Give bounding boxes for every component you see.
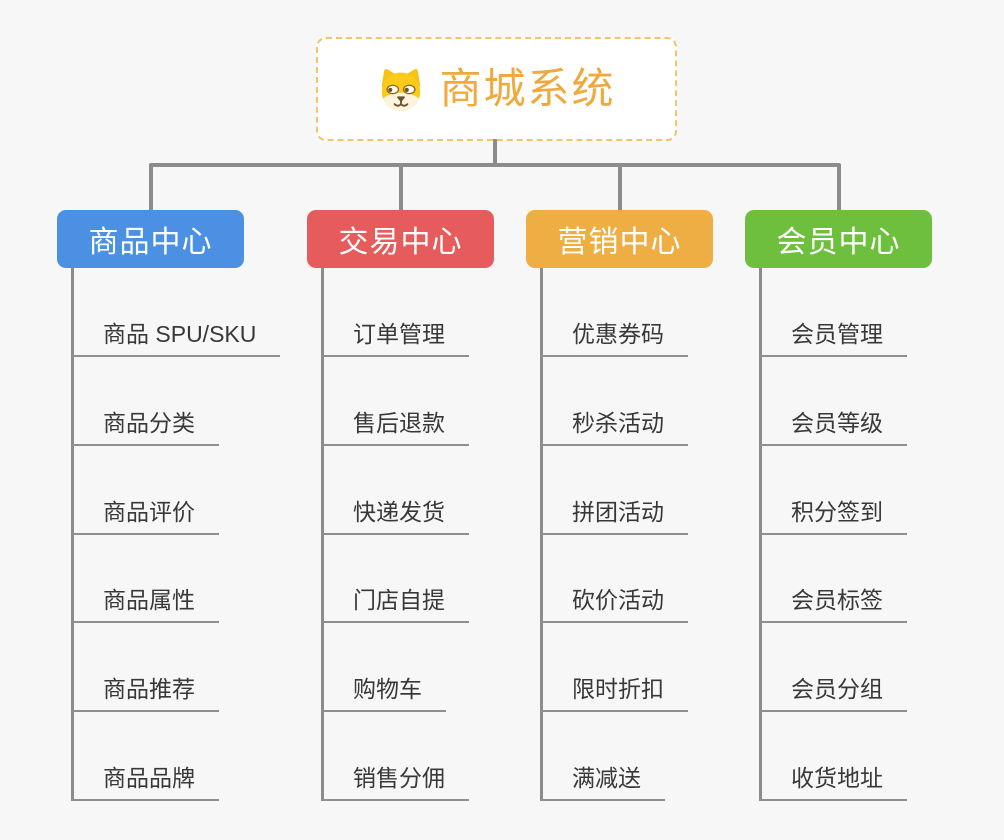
branch-marketing-center: 营销中心 优惠券码 秒杀活动 拼团活动 砍价活动 限时折扣 满减送 <box>526 210 786 810</box>
node-item[interactable]: 砍价活动 <box>540 587 688 623</box>
node-item[interactable]: 商品属性 <box>71 587 219 623</box>
node-item[interactable]: 秒杀活动 <box>540 410 688 446</box>
branch-member-center: 会员中心 会员管理 会员等级 积分签到 会员标签 会员分组 收货地址 <box>745 210 1004 810</box>
dog-face-icon <box>382 69 421 111</box>
node-item[interactable]: 商品品牌 <box>71 765 219 801</box>
connector-horizontal-bar <box>149 163 841 167</box>
node-item[interactable]: 会员管理 <box>759 321 907 357</box>
node-item[interactable]: 快递发货 <box>321 499 469 535</box>
node-item[interactable]: 商品分类 <box>71 410 219 446</box>
node-item[interactable]: 会员分组 <box>759 676 907 712</box>
connector-root-drop <box>493 139 497 166</box>
branch-header-trade-center[interactable]: 交易中心 <box>307 210 494 268</box>
branch-trade-center: 交易中心 订单管理 售后退款 快递发货 门店自提 购物车 销售分佣 <box>307 210 567 810</box>
node-item[interactable]: 门店自提 <box>321 587 469 623</box>
node-item[interactable]: 限时折扣 <box>540 676 688 712</box>
connector-drop-trade <box>399 164 403 210</box>
branch-header-product-center[interactable]: 商品中心 <box>57 210 244 268</box>
root-node[interactable]: 商城系统 <box>316 37 677 141</box>
node-item[interactable]: 满减送 <box>540 765 665 801</box>
node-item[interactable]: 收货地址 <box>759 765 907 801</box>
node-item[interactable]: 拼团活动 <box>540 499 688 535</box>
connector-drop-member <box>837 164 841 210</box>
node-item[interactable]: 积分签到 <box>759 499 907 535</box>
node-item[interactable]: 商品 SPU/SKU <box>71 321 281 357</box>
node-item[interactable]: 商品推荐 <box>71 676 219 712</box>
branch-product-center: 商品中心 商品 SPU/SKU 商品分类 商品评价 商品属性 商品推荐 商品品牌 <box>57 210 317 810</box>
node-item[interactable]: 销售分佣 <box>321 765 469 801</box>
node-item[interactable]: 优惠券码 <box>540 321 688 357</box>
connector-drop-marketing <box>618 164 622 210</box>
node-item[interactable]: 售后退款 <box>321 410 469 446</box>
node-item[interactable]: 商品评价 <box>71 499 219 535</box>
node-item[interactable]: 购物车 <box>321 676 446 712</box>
connector-drop-product <box>149 164 153 210</box>
branch-header-marketing-center[interactable]: 营销中心 <box>526 210 713 268</box>
node-item[interactable]: 会员标签 <box>759 587 907 623</box>
node-item[interactable]: 会员等级 <box>759 410 907 446</box>
branch-header-member-center[interactable]: 会员中心 <box>745 210 932 268</box>
node-item[interactable]: 订单管理 <box>321 321 469 357</box>
root-title: 商城系统 <box>439 65 616 112</box>
